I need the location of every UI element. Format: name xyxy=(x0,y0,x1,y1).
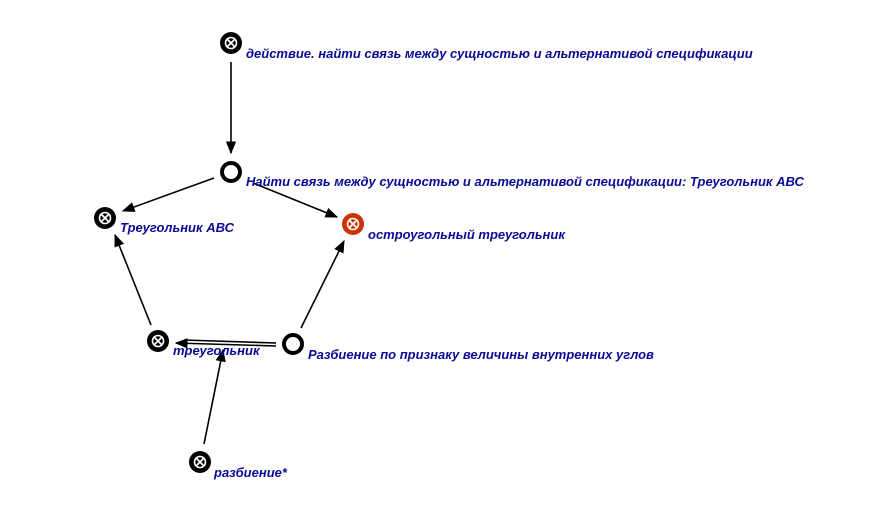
edge-partition-angles-to-acute-triangle[interactable] xyxy=(300,239,345,329)
node-label: Разбиение по признаку величины внутренни… xyxy=(308,347,654,362)
node-partition-angles[interactable]: Разбиение по признаку величины внутренни… xyxy=(282,333,654,362)
node-find-link[interactable]: Найти связь между сущностью и альтернати… xyxy=(220,161,805,189)
ring-node-icon xyxy=(282,333,304,355)
cross-node-icon xyxy=(189,451,211,473)
node-label: действие. найти связь между сущностью и … xyxy=(246,46,753,61)
node-triangle-abc[interactable]: Треугольник АВС xyxy=(94,207,235,235)
node-partition[interactable]: разбиение* xyxy=(189,451,288,480)
cross-node-icon xyxy=(342,213,364,235)
edge-partition-angles-to-triangle[interactable] xyxy=(174,338,277,349)
ring-node-icon xyxy=(220,161,242,183)
node-label: остроугольный треугольник xyxy=(368,227,566,242)
node-label: треугольник xyxy=(173,343,261,358)
edges xyxy=(114,62,345,445)
node-action[interactable]: действие. найти связь между сущностью и … xyxy=(220,32,753,61)
edge-triangle-to-triangle-abc[interactable] xyxy=(114,233,152,326)
node-acute-triangle[interactable]: остроугольный треугольник xyxy=(342,213,566,242)
cross-node-icon xyxy=(220,32,242,54)
node-label: Найти связь между сущностью и альтернати… xyxy=(246,174,805,189)
node-triangle[interactable]: треугольник xyxy=(147,330,261,358)
node-label: разбиение* xyxy=(213,465,288,480)
edge-find-link-to-triangle-abc[interactable] xyxy=(121,177,215,212)
edge-find-link-to-acute-triangle[interactable] xyxy=(252,182,339,218)
edge-partition-to-triangle[interactable] xyxy=(203,348,226,445)
node-label: Треугольник АВС xyxy=(120,220,235,235)
cross-node-icon xyxy=(147,330,169,352)
cross-node-icon xyxy=(94,207,116,229)
